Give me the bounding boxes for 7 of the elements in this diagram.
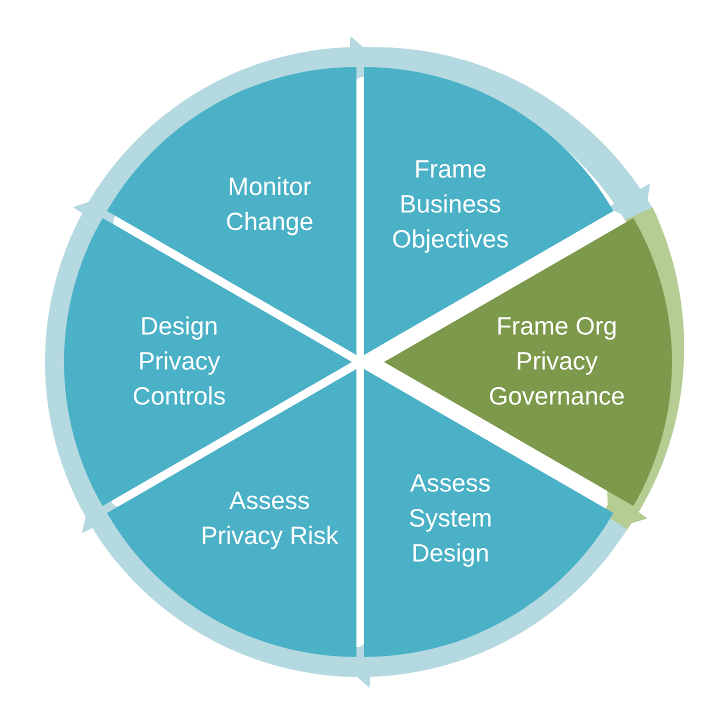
- segment-label: Monitor Change: [224, 172, 314, 238]
- pie-segment: [384, 218, 672, 506]
- segment-label: Frame Business Objectives: [391, 154, 510, 256]
- segment-label: Assess System Design: [408, 468, 494, 570]
- segment-label: Design Privacy Controls: [132, 312, 227, 412]
- segment-label: Assess Privacy Risk: [200, 486, 340, 552]
- segment-label: Frame Org Privacy Governance: [488, 312, 626, 412]
